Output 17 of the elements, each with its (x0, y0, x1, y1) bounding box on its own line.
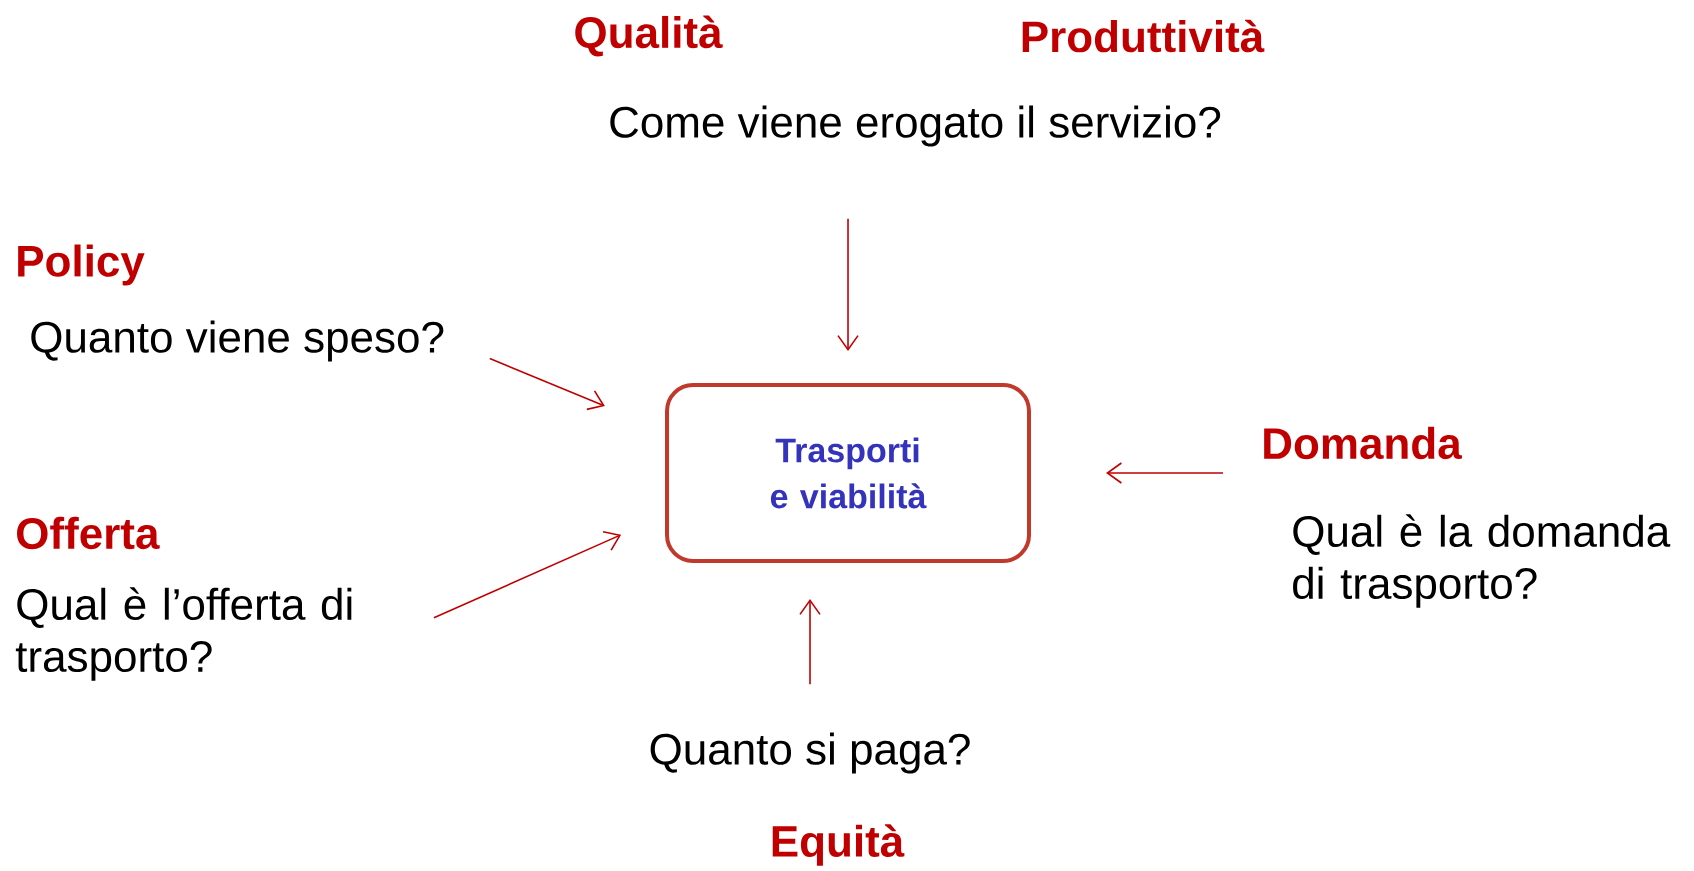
arrow (1106, 462, 1224, 484)
arrow (433, 531, 622, 619)
heading-text: Qualità (575, 15, 723, 57)
heading-text: Offerta (17, 516, 160, 550)
heading-text: Produttività (1022, 19, 1265, 53)
arrow (489, 357, 605, 411)
heading-text: Policy (18, 244, 145, 286)
topic-box: Trasporti e viabilità (665, 383, 1031, 563)
heading-text: Equità (772, 824, 905, 866)
arrow (799, 599, 821, 686)
question-text: Qual è la domanda di trasporto? (1293, 514, 1671, 608)
arrow (837, 217, 859, 351)
question-text: Quanto si paga? (650, 732, 970, 774)
question-text: Come viene erogato il servizio? (610, 105, 1221, 147)
heading-text: Domanda (1264, 426, 1462, 460)
question-text: Qual è l’offerta di trasporto? (15, 587, 352, 681)
question-text: Quanto viene speso? (31, 320, 444, 362)
